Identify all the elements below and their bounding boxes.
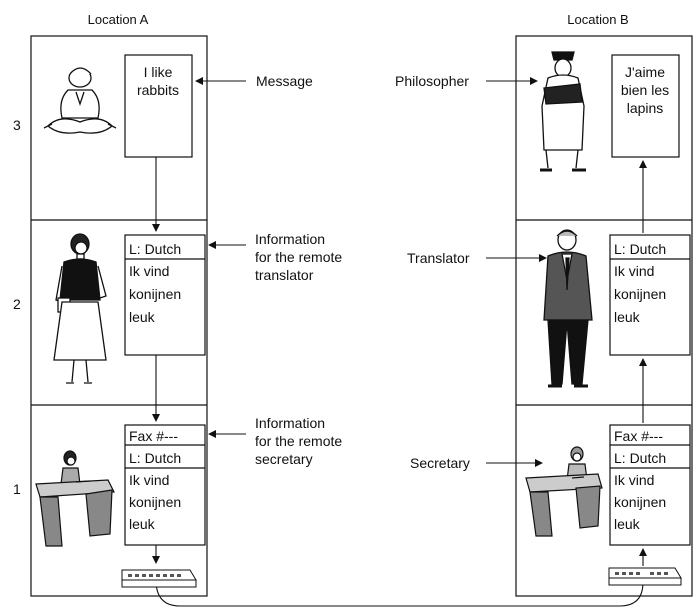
info-secretary-line-3: secretary <box>255 451 313 467</box>
transmission-link <box>155 579 644 607</box>
left-secretary-header: L: Dutch <box>129 450 181 466</box>
right-secretary-line-2: konijnen <box>614 494 666 510</box>
left-translator-line-1: Ik vind <box>129 263 169 279</box>
left-secretary-desk-icon <box>35 450 115 547</box>
info-translator-line-1: Information <box>255 231 325 247</box>
left-message-box: I like rabbits <box>124 54 193 158</box>
right-secretary-header: L: Dutch <box>614 450 666 466</box>
location-a-title: Location A <box>88 12 149 27</box>
left-translator-line-2: konijnen <box>129 286 181 302</box>
female-translator-icon <box>53 233 107 384</box>
location-b-title: Location B <box>567 12 628 27</box>
left-fax-machine-icon <box>121 569 197 588</box>
info-translator-line-3: translator <box>255 267 314 283</box>
right-message-box: J'aime bien les lapins <box>611 54 680 158</box>
layer-number-2: 2 <box>13 296 21 312</box>
right-translator-line-1: Ik vind <box>614 263 654 279</box>
right-secretary-box: Fax #--- L: Dutch Ik vind konijnen leuk <box>609 424 691 546</box>
layer-number-1: 1 <box>13 481 21 497</box>
left-secretary-line-1: Ik vind <box>129 472 169 488</box>
right-message-line-1: J'aime <box>625 64 665 80</box>
left-translator-line-3: leuk <box>129 309 156 325</box>
right-translator-line-3: leuk <box>614 309 641 325</box>
right-message-line-2: bien les <box>621 82 669 98</box>
left-translator-box: L: Dutch Ik vind konijnen leuk <box>124 234 206 356</box>
left-secretary-line-3: leuk <box>129 516 156 532</box>
meditating-philosopher-icon <box>43 67 117 134</box>
layer-number-3: 3 <box>13 117 21 133</box>
translator-label: Translator <box>407 250 470 266</box>
left-translator-header: L: Dutch <box>129 241 181 257</box>
info-secretary-line-2: for the remote <box>255 433 342 449</box>
right-secretary-desk-icon <box>525 446 603 537</box>
male-translator-icon <box>543 229 593 388</box>
left-message-line-2: rabbits <box>137 82 179 98</box>
right-secretary-line-3: leuk <box>614 516 641 532</box>
right-secretary-line-1: Ik vind <box>614 472 654 488</box>
info-secretary-line-1: Information <box>255 415 325 431</box>
right-translator-box: L: Dutch Ik vind konijnen leuk <box>609 234 691 356</box>
message-label: Message <box>256 73 313 89</box>
location-b-stack <box>515 35 693 597</box>
right-fax-machine-icon <box>608 567 682 586</box>
standing-philosopher-icon <box>540 51 586 172</box>
secretary-label: Secretary <box>410 455 470 471</box>
right-translator-header: L: Dutch <box>614 241 666 257</box>
location-a-stack <box>30 35 208 597</box>
info-translator-line-2: for the remote <box>255 249 342 265</box>
philosopher-label: Philosopher <box>395 73 469 89</box>
right-message-line-3: lapins <box>627 100 664 116</box>
left-secretary-fax: Fax #--- <box>129 428 178 444</box>
left-message-line-1: I like <box>144 64 173 80</box>
left-secretary-line-2: konijnen <box>129 494 181 510</box>
right-translator-line-2: konijnen <box>614 286 666 302</box>
left-secretary-box: Fax #--- L: Dutch Ik vind konijnen leuk <box>124 424 206 546</box>
right-secretary-fax: Fax #--- <box>614 428 663 444</box>
